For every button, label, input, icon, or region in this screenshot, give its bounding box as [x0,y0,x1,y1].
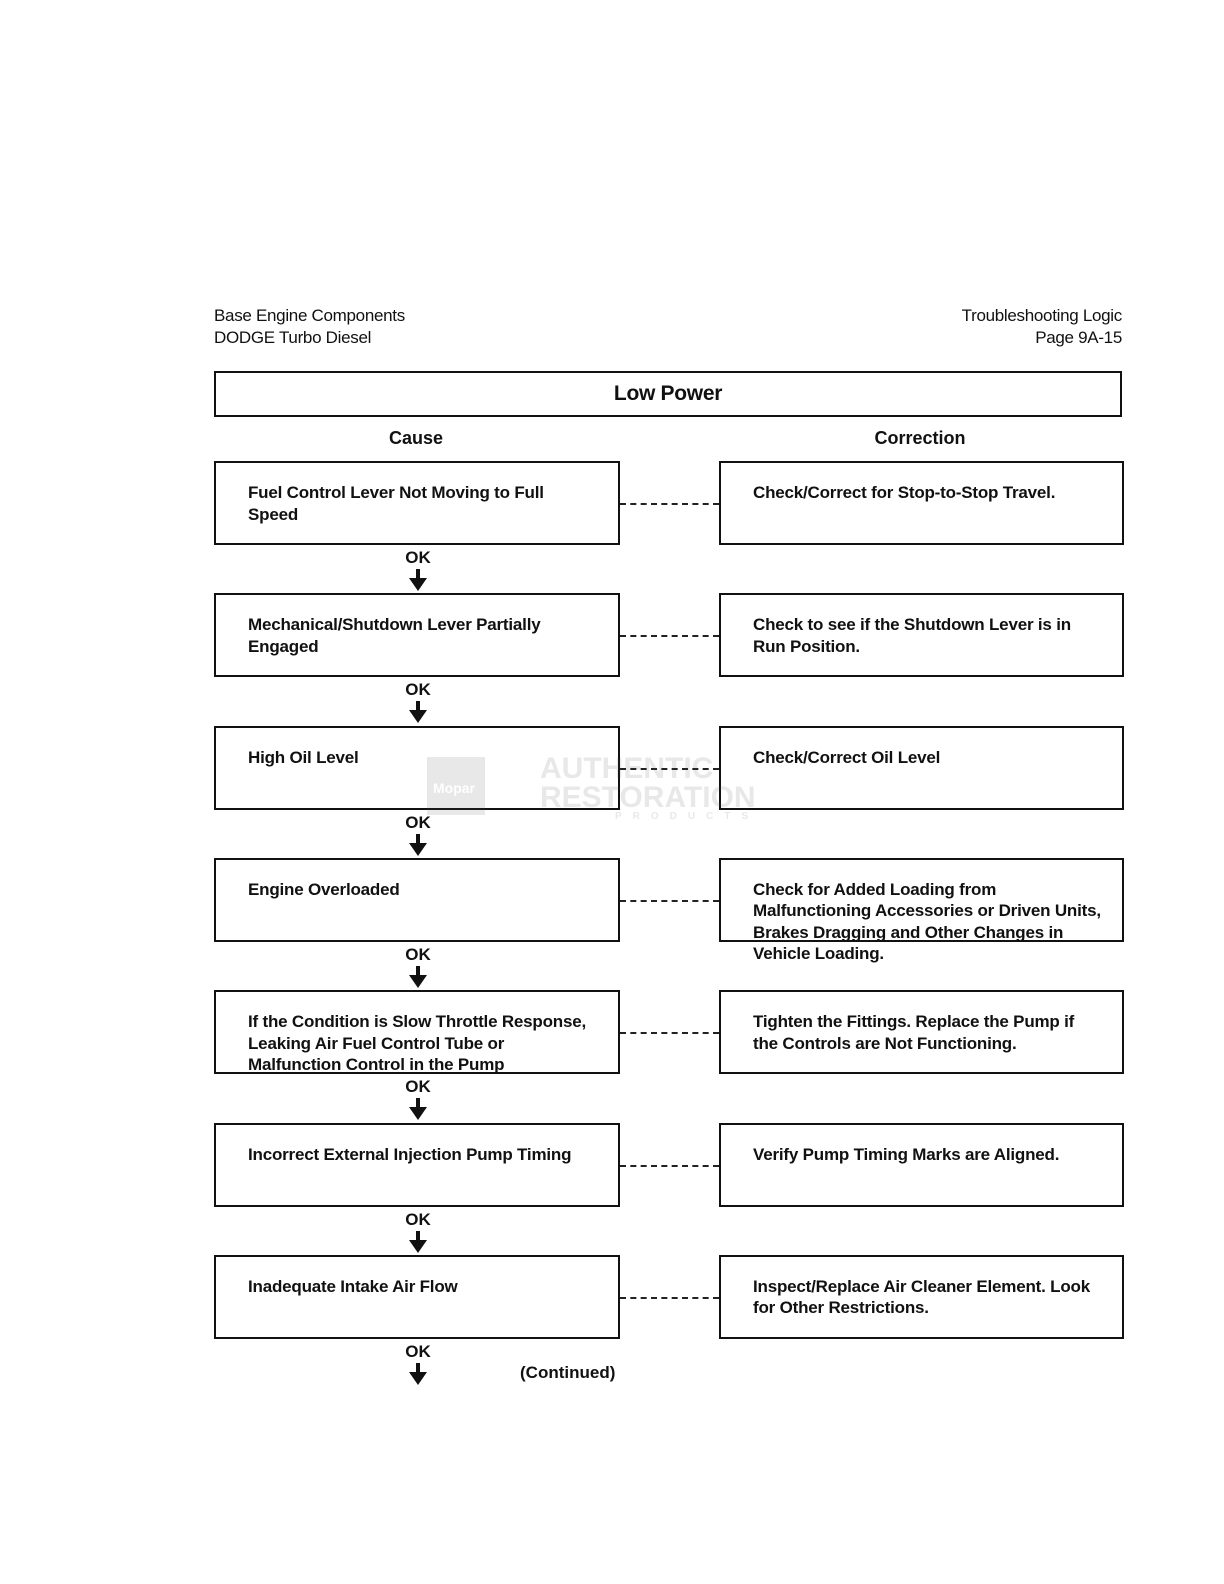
dashed-connector [620,1032,719,1035]
dashed-connector [620,1296,719,1299]
header-left: Base Engine Components DODGE Turbo Diese… [214,305,405,349]
manual-section: Base Engine Components [214,306,405,325]
correction-box: Check for Added Loading from Malfunction… [719,857,1124,963]
cause-box: Inadequate Intake Air Flow [214,1254,620,1339]
correction-box: Inspect/Replace Air Cleaner Element. Loo… [719,1254,1124,1339]
flowchart-title-box: Low Power [214,371,1122,417]
cause-column-header: Cause [388,428,444,448]
down-arrow-icon [409,1362,427,1385]
down-arrow-icon [409,833,427,856]
down-arrow-icon [409,701,427,724]
ok-label: OK [405,1341,431,1361]
ok-label: OK [405,548,431,567]
ok-label: OK [405,1077,431,1097]
correction-box: Verify Pump Timing Marks are Aligned. [719,1122,1124,1207]
dashed-connector [620,899,719,902]
cause-box: Engine Overloaded [214,857,620,942]
flowchart-title: Low Power [613,382,723,405]
ok-label: OK [405,1209,431,1229]
down-arrow-icon [409,569,427,591]
flowchart-row: If the Condition is Slow Throttle Respon… [0,990,1224,1122]
cause-box: Mechanical/Shutdown Lever Partially Enga… [214,593,620,678]
correction-box: Check/Correct for Stop-to-Stop Travel. [719,461,1124,545]
page-number: Page 9A-15 [1035,328,1122,347]
dashed-connector [620,503,719,505]
down-arrow-icon [409,1098,427,1121]
vehicle-name: DODGE Turbo Diesel [214,328,372,347]
correction-box: Tighten the Fittings. Replace the Pump i… [719,990,1124,1075]
down-arrow-icon [409,1230,427,1253]
flowchart-row: Inadequate Intake Air Flow Inspect/Replac… [0,1254,1224,1387]
ok-label: OK [405,812,431,832]
cause-box: Incorrect External Injection Pump Timing [214,1122,620,1207]
cause-box: Fuel Control Lever Not Moving to Full Sp… [214,461,620,545]
flowchart-row: Mechanical/Shutdown Lever Partially Enga… [0,593,1224,725]
correction-column-header: Correction [874,428,966,448]
dashed-connector [620,767,719,770]
correction-box: Check to see if the Shutdown Lever is in… [719,593,1124,678]
dashed-connector [620,635,719,638]
ok-label: OK [405,944,431,964]
flowchart-row: Fuel Control Lever Not Moving to Full Sp… [0,461,1224,593]
cause-box: If the Condition is Slow Throttle Respon… [214,990,620,1075]
correction-box: Check/Correct Oil Level [719,725,1124,810]
flowchart-row: Engine Overloaded Check for Added Loading… [0,857,1224,990]
ok-label: OK [405,680,431,700]
flowchart-row: Incorrect External Injection Pump Timing… [0,1122,1224,1255]
down-arrow-icon [409,965,427,988]
dashed-connector [620,1164,719,1167]
header-right: Troubleshooting Logic Page 9A-15 [961,305,1123,349]
cause-box: High Oil Level [214,725,620,810]
chapter-title: Troubleshooting Logic [961,306,1123,325]
continued-label: (Continued) [520,1363,616,1382]
